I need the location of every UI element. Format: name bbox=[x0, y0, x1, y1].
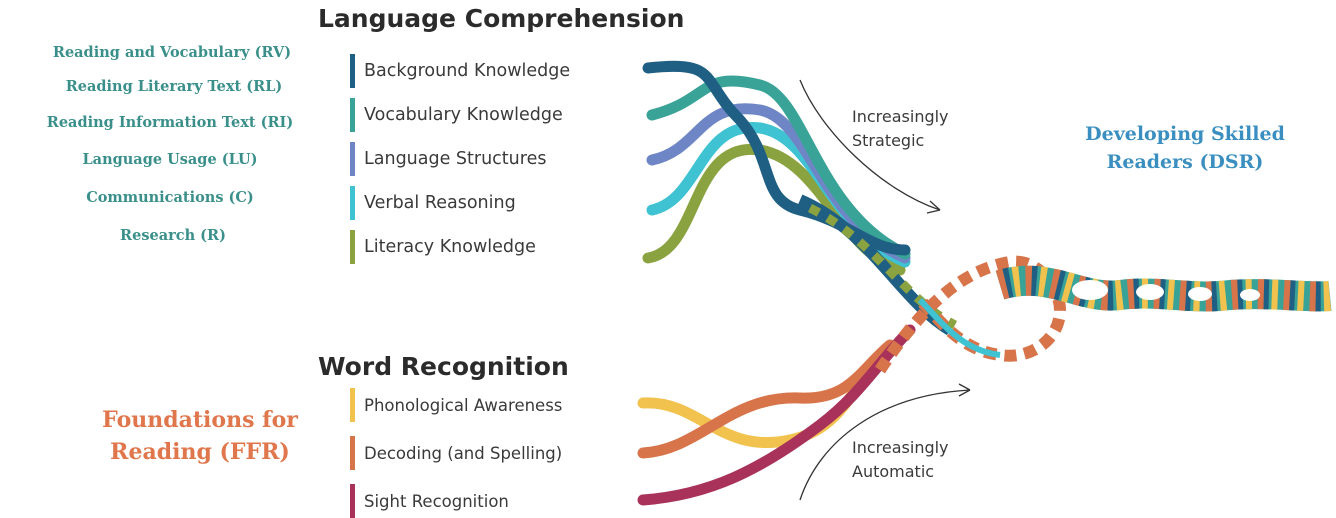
automatic-note: Increasingly Automatic bbox=[852, 436, 949, 484]
automatic-arrowhead bbox=[958, 383, 971, 397]
word-strand-list: Phonological Awareness Decoding (and Spe… bbox=[350, 388, 562, 518]
strand-color-bar bbox=[350, 230, 355, 264]
automatic-note-line2: Automatic bbox=[852, 462, 935, 481]
skilled-readers-line2: Readers (DSR) bbox=[1106, 151, 1264, 173]
strand-label: Vocabulary Knowledge bbox=[364, 105, 563, 125]
language-comprehension-title: Language Comprehension bbox=[318, 4, 685, 33]
rope-loop-3 bbox=[1188, 287, 1212, 301]
strand-row: Decoding (and Spelling) bbox=[350, 436, 562, 470]
standard-item: Language Usage (LU) bbox=[82, 151, 258, 168]
strand-label: Literacy Knowledge bbox=[364, 237, 536, 257]
strand-label: Language Structures bbox=[364, 149, 547, 169]
automatic-note-line1: Increasingly bbox=[852, 438, 949, 457]
foundations-line2: Reading (FFR) bbox=[110, 439, 290, 465]
rope-right-dash-2 bbox=[995, 265, 1332, 312]
automatic-arrow bbox=[799, 389, 971, 501]
strand-color-bar bbox=[350, 142, 355, 176]
strand-color-bar bbox=[350, 98, 355, 132]
standard-item: Reading Information Text (RI) bbox=[46, 114, 294, 131]
strand-vocabulary-knowledge bbox=[646, 75, 911, 260]
word-recognition-title: Word Recognition bbox=[318, 352, 569, 381]
strand-color-bar bbox=[350, 186, 355, 220]
standard-item: Research (R) bbox=[120, 227, 226, 244]
strand-row: Language Structures bbox=[350, 142, 570, 176]
strand-row: Verbal Reasoning bbox=[350, 186, 570, 220]
rope-right-dash-3 bbox=[995, 265, 1332, 312]
skilled-readers-label: Developing Skilled Readers (DSR) bbox=[1040, 120, 1330, 176]
strategic-note: Increasingly Strategic bbox=[852, 105, 949, 153]
standard-item: Reading Literary Text (RL) bbox=[65, 78, 283, 95]
rope-loop-2 bbox=[1136, 284, 1164, 300]
rope-main-green bbox=[808, 203, 958, 330]
strategic-note-line1: Increasingly bbox=[852, 107, 949, 126]
strand-color-bar bbox=[350, 484, 355, 518]
strategic-arrowhead bbox=[926, 200, 941, 214]
language-strand-list: Background Knowledge Vocabulary Knowledg… bbox=[350, 54, 570, 264]
rope-loop-4 bbox=[1240, 289, 1260, 301]
rope-loop-1 bbox=[1072, 280, 1108, 300]
standard-item: Communications (C) bbox=[86, 189, 254, 206]
skilled-readers-line1: Developing Skilled bbox=[1085, 123, 1285, 145]
strand-label: Sight Recognition bbox=[364, 491, 509, 511]
foundations-line1: Foundations for bbox=[102, 407, 298, 433]
strand-row: Sight Recognition bbox=[350, 484, 562, 518]
strand-row: Literacy Knowledge bbox=[350, 230, 570, 264]
strategic-arrow bbox=[799, 79, 941, 211]
strand-label: Verbal Reasoning bbox=[364, 193, 516, 213]
standards-list: Reading and Vocabulary (RV) Reading Lite… bbox=[0, 38, 340, 255]
strand-color-bar bbox=[350, 436, 355, 470]
standard-item: Reading and Vocabulary (RV) bbox=[52, 44, 292, 61]
rope-cross-2 bbox=[917, 297, 1001, 358]
foundations-label: Foundations for Reading (FFR) bbox=[70, 404, 330, 468]
strand-row: Background Knowledge bbox=[350, 54, 570, 88]
strand-row: Phonological Awareness bbox=[350, 388, 562, 422]
strand-label: Decoding (and Spelling) bbox=[364, 443, 563, 463]
strand-row: Vocabulary Knowledge bbox=[350, 98, 570, 132]
strand-color-bar bbox=[350, 54, 355, 88]
strand-decoding bbox=[637, 339, 896, 459]
strand-label: Background Knowledge bbox=[364, 61, 571, 81]
strategic-note-line2: Strategic bbox=[852, 131, 925, 150]
rope-right-dash-1 bbox=[995, 265, 1332, 312]
strand-color-bar bbox=[350, 388, 355, 422]
strand-label: Phonological Awareness bbox=[364, 395, 563, 415]
